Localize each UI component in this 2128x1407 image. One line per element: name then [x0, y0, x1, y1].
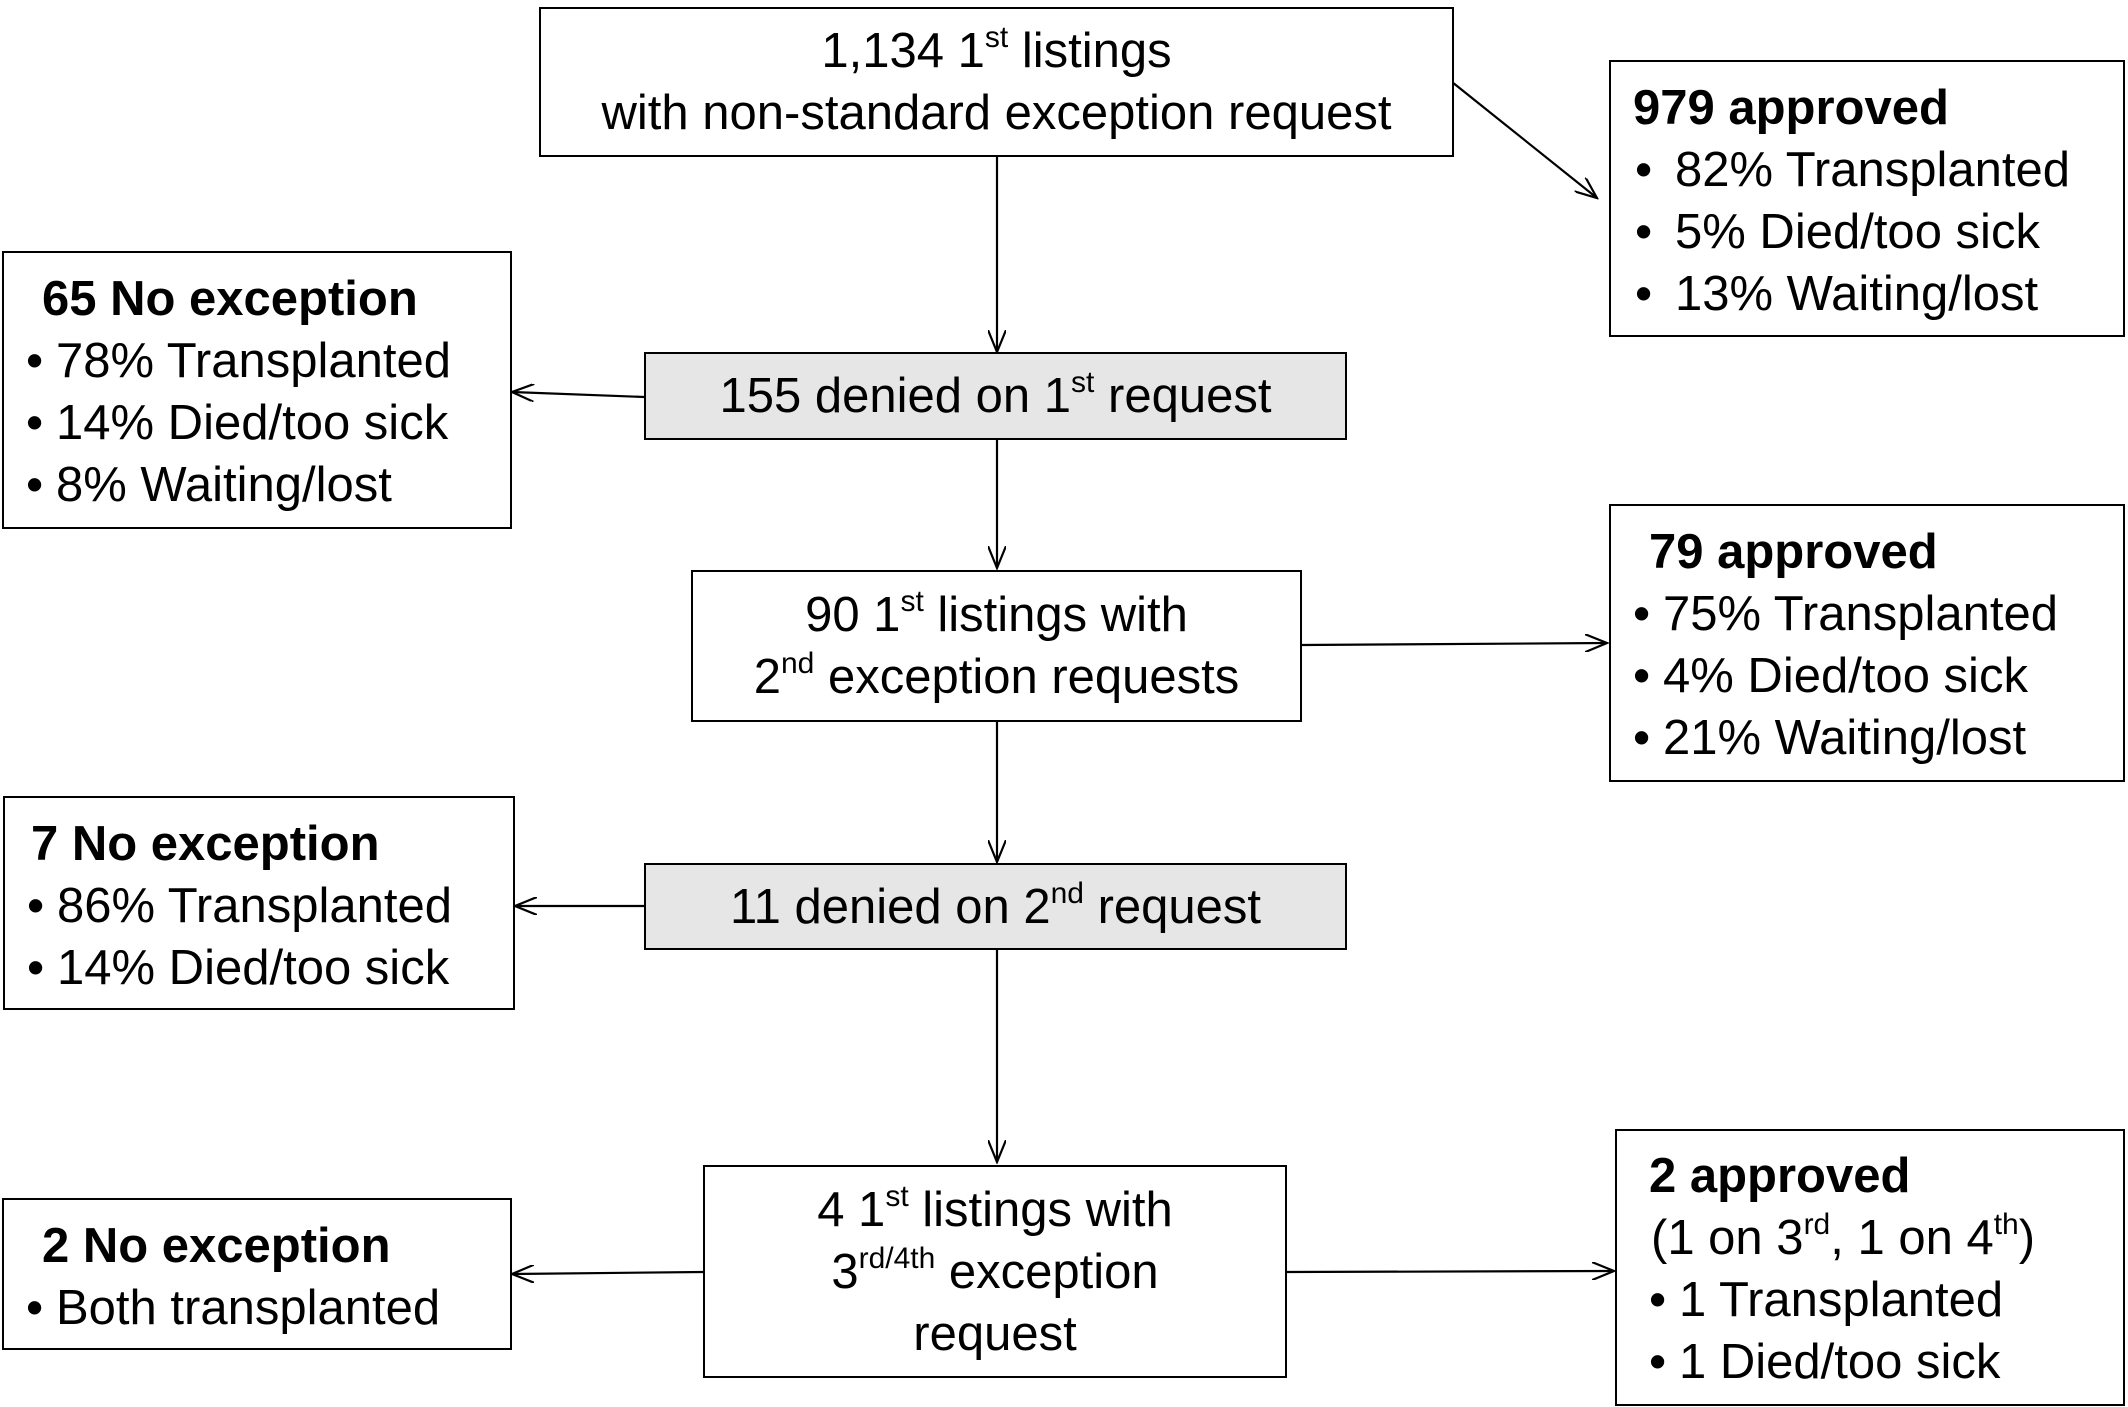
third-line-2: 3rd/4th exception [831, 1241, 1159, 1299]
top-line-1: 1,134 1st listings [821, 21, 1172, 79]
top-line-2: with non-standard exception request [601, 86, 1392, 140]
arrow-second-to-approved2 [1301, 643, 1607, 645]
approved-2-item: •75% Transplanted [1633, 587, 2058, 641]
no-exception-box-1: 65 No exception •78% Transplanted •14% D… [2, 251, 512, 529]
no-exception-3-title: 2 No exception [42, 1219, 391, 1273]
approved-3-subtitle: (1 on 3rd, 1 on 4th) [1651, 1208, 2036, 1266]
approved-3-title: 2 approved [1649, 1149, 1911, 1203]
second-line-2: 2nd exception requests [753, 647, 1240, 705]
arrow-third-to-noexc3 [512, 1272, 704, 1274]
approved-2-item: •21% Waiting/lost [1633, 711, 2027, 765]
approved-1-item: •82% Transplanted [1635, 143, 2070, 197]
no-exception-1-item: •78% Transplanted [26, 334, 451, 388]
third-line-1: 4 1st listings with [817, 1179, 1173, 1237]
approved-3-item: •1 Transplanted [1649, 1273, 2004, 1327]
approved-1-item: •13% Waiting/lost [1635, 267, 2039, 321]
arrow-third-to-approved3 [1286, 1271, 1614, 1272]
denied-box-2: 11 denied on 2nd request [644, 863, 1347, 950]
no-exception-3-item: •Both transplanted [26, 1281, 441, 1335]
no-exception-1-item: •8% Waiting/lost [26, 458, 392, 512]
denied-1-text: 155 denied on 1st request [719, 366, 1272, 424]
approved-2-item: •4% Died/too sick [1633, 649, 2028, 703]
approved-2-title: 79 approved [1649, 525, 1938, 579]
approved-1-item: •5% Died/too sick [1635, 205, 2040, 259]
no-exception-1-item: •14% Died/too sick [26, 396, 449, 450]
approved-box-1: 979 approved •82% Transplanted •5% Died/… [1609, 60, 2125, 337]
no-exception-box-2: 7 No exception •86% Transplanted •14% Di… [3, 796, 515, 1010]
no-exception-1-title: 65 No exception [42, 272, 418, 326]
denied-box-1: 155 denied on 1st request [644, 352, 1347, 440]
no-exception-2-title: 7 No exception [31, 817, 380, 871]
approved-box-3: 2 approved (1 on 3rd, 1 on 4th) •1 Trans… [1615, 1129, 2125, 1406]
second-request-box: 90 1st listings with 2nd exception reque… [691, 570, 1302, 722]
approved-3-item: •1 Died/too sick [1649, 1335, 2001, 1389]
third-request-box: 4 1st listings with 3rd/4th exception re… [703, 1165, 1287, 1378]
approved-box-2: 79 approved •75% Transplanted •4% Died/t… [1609, 504, 2125, 782]
no-exception-box-3: 2 No exception •Both transplanted [2, 1198, 512, 1350]
arrow-top-to-approved1 [1451, 81, 1597, 198]
denied-2-text: 11 denied on 2nd request [729, 876, 1262, 934]
second-line-1: 90 1st listings with [805, 585, 1188, 643]
no-exception-2-item: •14% Died/too sick [27, 941, 450, 995]
approved-1-title: 979 approved [1633, 81, 1949, 135]
third-line-3: request [913, 1306, 1077, 1361]
arrow-denied1-to-noexc1 [512, 392, 645, 397]
no-exception-2-item: •86% Transplanted [27, 879, 452, 933]
top-box: 1,134 1st listings with non-standard exc… [539, 7, 1454, 157]
